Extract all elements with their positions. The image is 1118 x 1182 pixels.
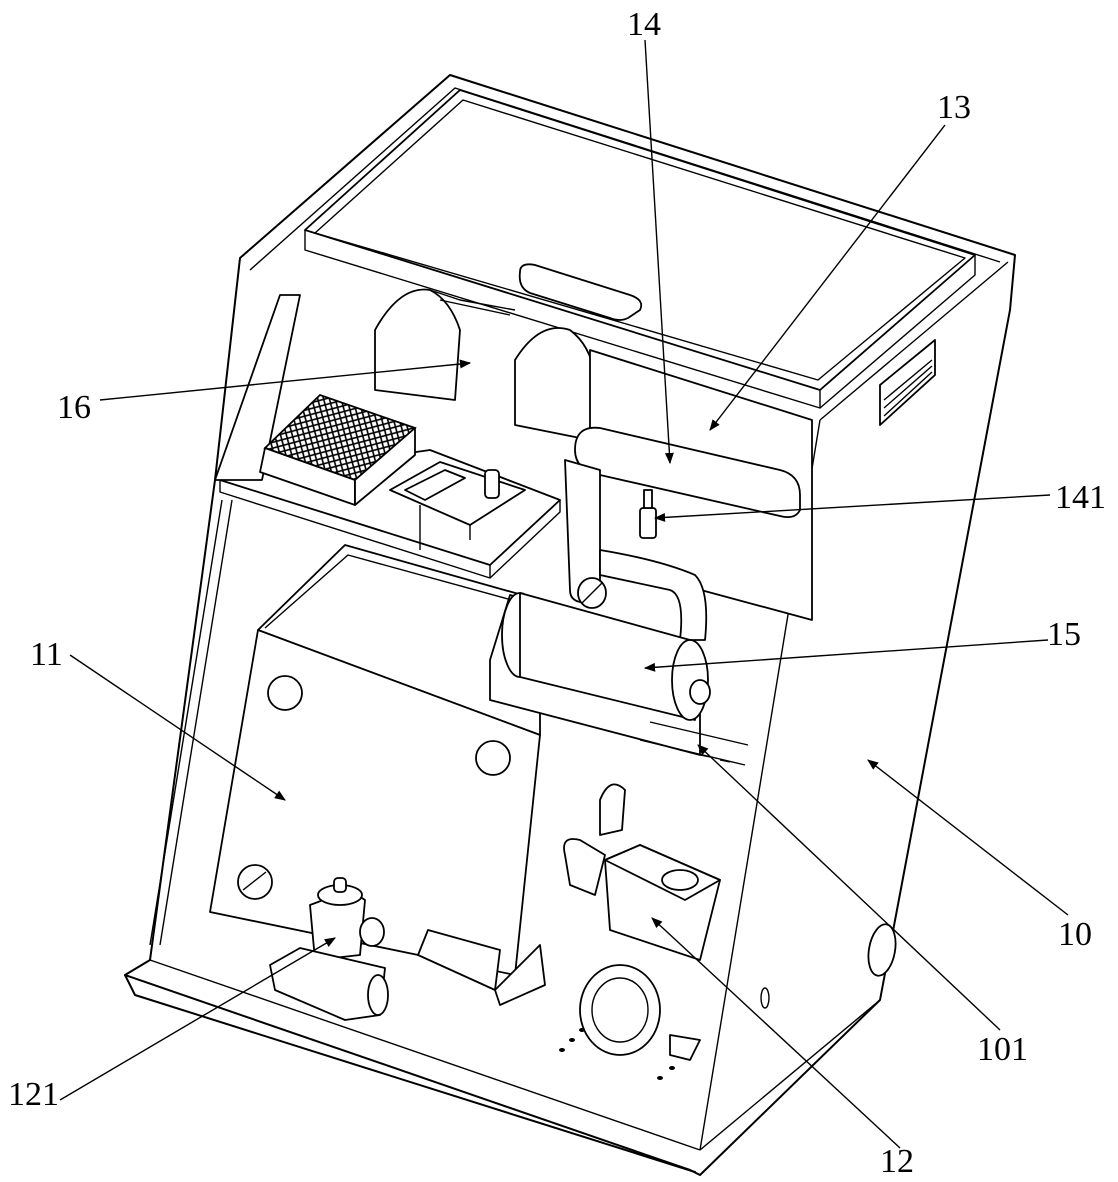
water-pump (559, 783, 721, 1080)
label-14: 14 (627, 6, 661, 43)
control-board (389, 461, 526, 550)
solenoid-valve (269, 877, 389, 1021)
mesh-filter (259, 393, 417, 506)
label-15: 15 (1047, 616, 1081, 653)
leader-10 (867, 759, 1069, 916)
label-121: 121 (8, 1076, 59, 1113)
leader-101 (697, 744, 1001, 1031)
leader-15 (643, 639, 1049, 672)
cabinet-housing (124, 74, 1016, 1176)
pipe-assembly (564, 349, 813, 641)
leader-12 (651, 917, 901, 1149)
label-141: 141 (1055, 479, 1106, 516)
reference-labels: 14 13 16 141 11 15 10 101 121 12 (8, 6, 1106, 1180)
leader-121 (59, 937, 336, 1101)
lid-handle (518, 263, 643, 321)
water-tank (209, 544, 546, 1006)
label-11: 11 (30, 636, 63, 673)
label-101: 101 (977, 1031, 1028, 1068)
label-16: 16 (57, 389, 91, 426)
label-10: 10 (1058, 916, 1092, 953)
leader-lines (59, 39, 1069, 1149)
leader-141 (653, 494, 1051, 522)
leader-11 (69, 654, 286, 801)
upper-tanks (374, 288, 596, 441)
label-12: 12 (880, 1143, 914, 1180)
side-hole (867, 923, 897, 977)
leader-16 (99, 359, 472, 401)
leader-14 (644, 39, 674, 465)
leader-13 (709, 124, 946, 431)
side-vent (879, 339, 936, 426)
label-13: 13 (937, 89, 971, 126)
pump-motor (489, 592, 749, 766)
